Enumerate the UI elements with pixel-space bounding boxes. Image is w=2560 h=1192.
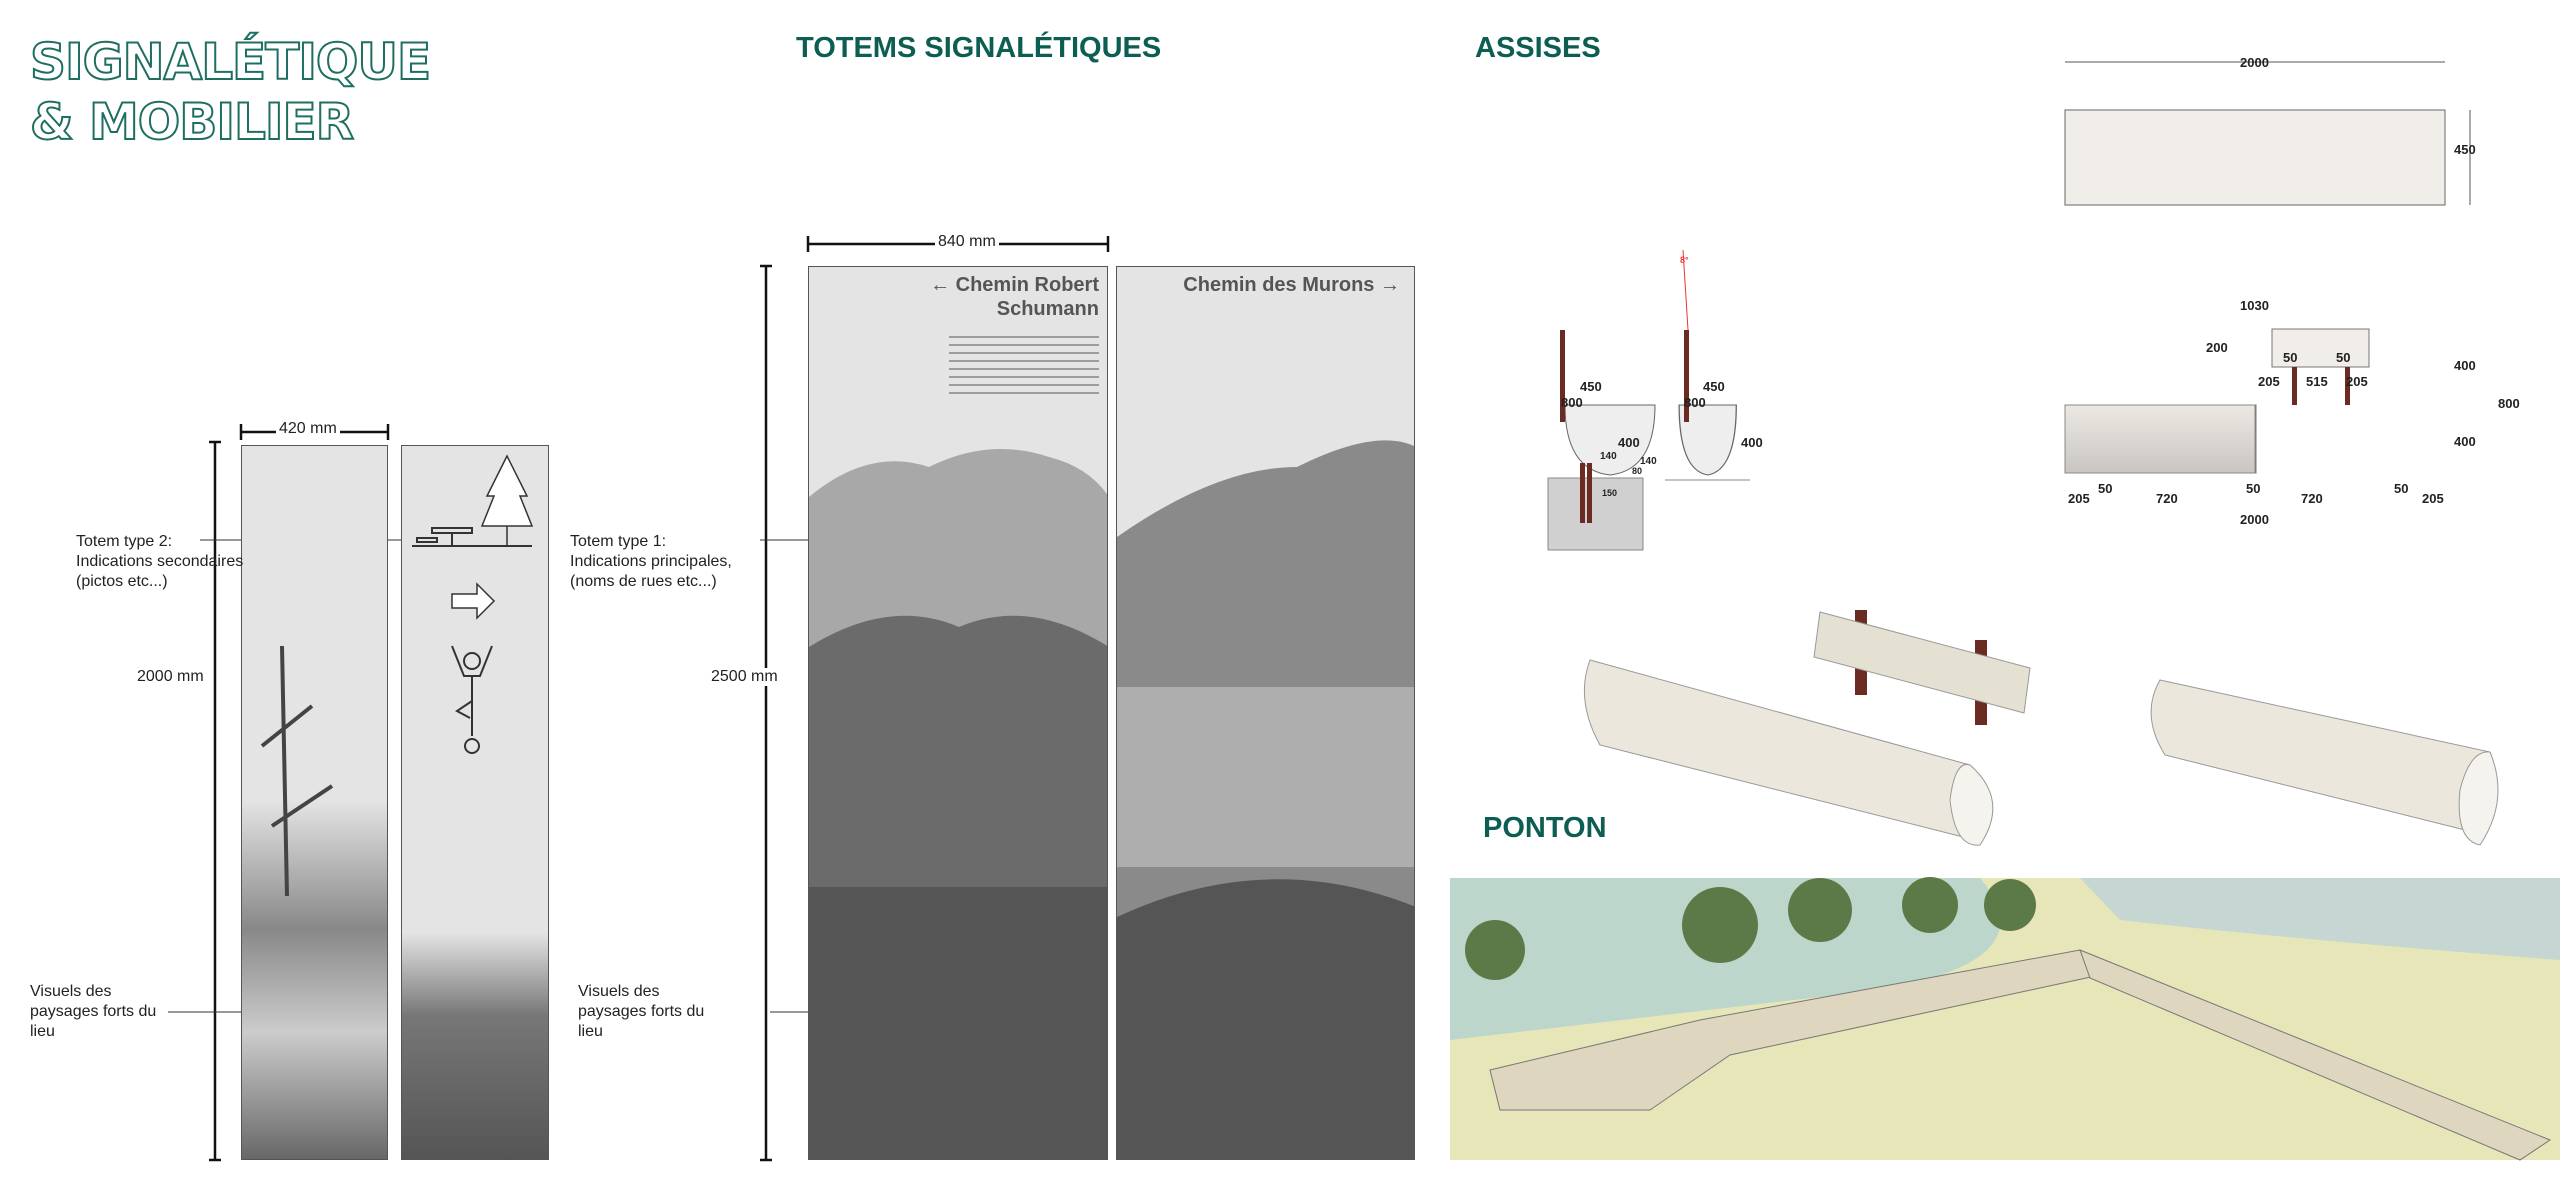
elev-leg1: 50 [2098,481,2113,496]
totem-type2-panel-right [401,445,549,1160]
totem-type2-label: Totem type 2: Indications secondaires (p… [76,533,244,590]
section-a-post: 140 [1640,456,1657,467]
elev-seg-l: 205 [2068,491,2090,506]
elev-post-b: 50 [2336,350,2351,365]
yoga-figure-icon [451,645,493,754]
picnic-table-icon [412,527,532,547]
totem-type1-label: Totem type 1: Indications principales, (… [570,533,732,590]
tree-icon [480,454,534,546]
board-title-line2: & MOBILIER [29,92,355,152]
elev-seg-1: 720 [2156,491,2178,506]
bench-elevation [2064,404,2256,474]
totem-type2-visual-label: Visuels des paysages forts du lieu [30,983,157,1040]
street-sign-right: Chemin des Murons → [1183,274,1400,296]
totem-type1-panel-left: ← Chemin Robert Schumann [808,266,1108,1160]
section-a-seat: 400 [1618,435,1640,450]
elev-right-top: 400 [2454,358,2476,373]
bench-3d-without-backrest [2150,679,2499,846]
elev-mid: 515 [2306,374,2328,389]
totem-type1-height-dim: 2500 mm [708,668,781,686]
plan-length-dim: 2000 [2240,55,2269,70]
section-a-height: 800 [1561,395,1583,410]
elev-back-height: 200 [2206,340,2228,355]
section-b-width: 450 [1703,379,1725,394]
bench-3d-with-backrest [1583,610,2031,846]
totem-type2-panel-left [241,445,388,1160]
arrow-right-icon [451,582,496,620]
elev-side-right: 205 [2346,374,2368,389]
totem-type2-width-dim: 420 mm [276,420,340,438]
plan-depth-dim: 450 [2454,142,2476,157]
section-a-140: 140 [1600,451,1617,462]
totem-type1-visual-label: Visuels des paysages forts du lieu [578,983,705,1040]
totem-type1-width-dim: 840 mm [935,233,999,251]
elev-post-a: 50 [2283,350,2298,365]
elev-total: 2000 [2240,512,2269,527]
section-a-width: 450 [1580,379,1602,394]
elev-right-total: 800 [2498,396,2520,411]
board-title-line1: SIGNALÉTIQUE [29,32,432,92]
totem-type1-panel-right: Chemin des Murons → [1116,266,1415,1160]
elev-side-left: 205 [2258,374,2280,389]
bench-plan-view [2064,109,2446,206]
street-sign-left: ← Chemin Robert Schumann [930,274,1099,320]
elev-right-bottom: 400 [2454,434,2476,449]
elev-leg3: 50 [2394,481,2409,496]
ponton-illustration [1450,877,2560,1161]
elev-back-width: 1030 [2240,298,2269,313]
elev-seg-r: 205 [2422,491,2444,506]
section-title-assises: ASSISES [1475,32,1601,64]
section-b-height: 800 [1684,395,1706,410]
section-title-ponton: PONTON [1483,812,1607,844]
section-title-totems: TOTEMS SIGNALÉTIQUES [796,32,1162,64]
section-a-d80: 80 [1632,466,1643,476]
section-a-d150: 150 [1602,488,1618,498]
section-b-seat: 400 [1741,435,1763,450]
elev-leg2: 50 [2246,481,2261,496]
totem-type2-height-dim: 2000 mm [134,668,207,686]
section-b-angle: 8° [1680,255,1689,265]
elev-seg-2: 720 [2301,491,2323,506]
